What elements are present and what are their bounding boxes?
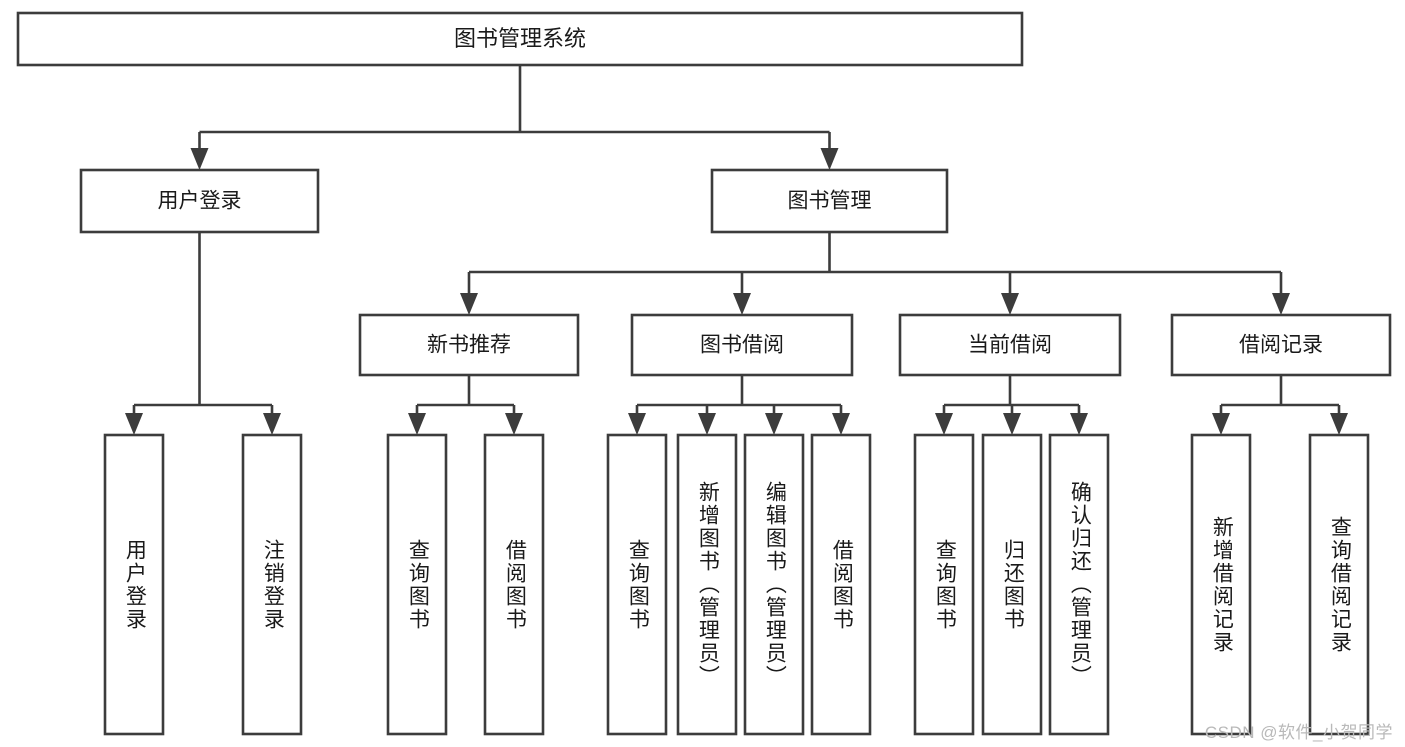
root-node-book-management-system-rect[interactable] — [16, 11, 1024, 67]
level2-node-1-rect[interactable] — [710, 168, 949, 234]
level3-node-1[interactable]: 图书借阅 — [630, 313, 854, 377]
leaf-node-7[interactable] — [810, 433, 872, 736]
level2-node-0-rect[interactable] — [79, 168, 320, 234]
csdn-watermark: CSDN @软件_小贺同学 — [1204, 723, 1393, 742]
level3-node-3-rect[interactable] — [1170, 313, 1392, 377]
leaf-node-8[interactable] — [913, 433, 975, 736]
leaf-node-0-rect[interactable] — [103, 433, 165, 736]
level3-node-1-label: 图书借阅 — [700, 334, 784, 357]
arrow-head-icon — [460, 293, 478, 315]
arrow-head-icon — [733, 293, 751, 315]
leaf-node-0[interactable] — [103, 433, 165, 736]
level2-node-1[interactable]: 图书管理 — [710, 168, 949, 234]
arrow-head-icon — [1070, 413, 1088, 435]
level3-node-0-rect[interactable] — [358, 313, 580, 377]
root-node-book-management-system-label: 图书管理系统 — [454, 26, 586, 51]
arrow-head-icon — [698, 413, 716, 435]
leaf-node-6[interactable] — [743, 433, 805, 736]
arrow-head-icon — [1001, 293, 1019, 315]
arrow-head-icon — [765, 413, 783, 435]
leaf-node-1-rect[interactable] — [241, 433, 303, 736]
leaf-node-12[interactable] — [1308, 433, 1370, 736]
level3-node-2-rect[interactable] — [898, 313, 1122, 377]
arrow-head-icon — [1212, 413, 1230, 435]
level3-node-0[interactable]: 新书推荐 — [358, 313, 580, 377]
leaf-node-7-rect[interactable] — [810, 433, 872, 736]
level3-node-1-rect[interactable] — [630, 313, 854, 377]
arrow-head-icon — [1272, 293, 1290, 315]
arrow-head-icon — [628, 413, 646, 435]
arrow-head-icon — [263, 413, 281, 435]
level3-node-2[interactable]: 当前借阅 — [898, 313, 1122, 377]
level2-node-0[interactable]: 用户登录 — [79, 168, 320, 234]
root-node-book-management-system[interactable]: 图书管理系统 — [16, 11, 1024, 67]
leaf-node-12-rect[interactable] — [1308, 433, 1370, 736]
leaf-node-5[interactable] — [676, 433, 738, 736]
arrow-head-icon — [408, 413, 426, 435]
leaf-node-4-rect[interactable] — [606, 433, 668, 736]
leaf-node-9-rect[interactable] — [981, 433, 1043, 736]
arrow-head-icon — [820, 148, 839, 170]
leaf-node-11[interactable] — [1190, 433, 1252, 736]
leaf-node-9[interactable] — [981, 433, 1043, 736]
leaf-node-2[interactable] — [386, 433, 448, 736]
arrow-head-icon — [190, 148, 209, 170]
leaf-node-10-rect[interactable] — [1048, 433, 1110, 736]
arrow-head-icon — [1330, 413, 1348, 435]
level3-node-2-label: 当前借阅 — [968, 334, 1052, 357]
leaf-node-1[interactable] — [241, 433, 303, 736]
leaf-node-4[interactable] — [606, 433, 668, 736]
leaf-node-3[interactable] — [483, 433, 545, 736]
leaf-node-6-rect[interactable] — [743, 433, 805, 736]
arrow-head-icon — [832, 413, 850, 435]
level2-node-1-label: 图书管理 — [788, 190, 872, 213]
leaf-node-11-rect[interactable] — [1190, 433, 1252, 736]
arrow-head-icon — [1003, 413, 1021, 435]
leaf-node-2-rect[interactable] — [386, 433, 448, 736]
arrow-head-icon — [125, 413, 143, 435]
level3-node-3-label: 借阅记录 — [1239, 334, 1323, 357]
leaf-node-3-rect[interactable] — [483, 433, 545, 736]
level3-node-0-label: 新书推荐 — [427, 334, 511, 357]
leaf-node-10[interactable] — [1048, 433, 1110, 736]
leaf-node-8-rect[interactable] — [913, 433, 975, 736]
arrow-head-icon — [935, 413, 953, 435]
level2-node-0-label: 用户登录 — [158, 190, 242, 213]
leaf-node-5-rect[interactable] — [676, 433, 738, 736]
arrow-head-icon — [505, 413, 523, 435]
level3-node-3[interactable]: 借阅记录 — [1170, 313, 1392, 377]
edge-layer — [125, 65, 1348, 435]
